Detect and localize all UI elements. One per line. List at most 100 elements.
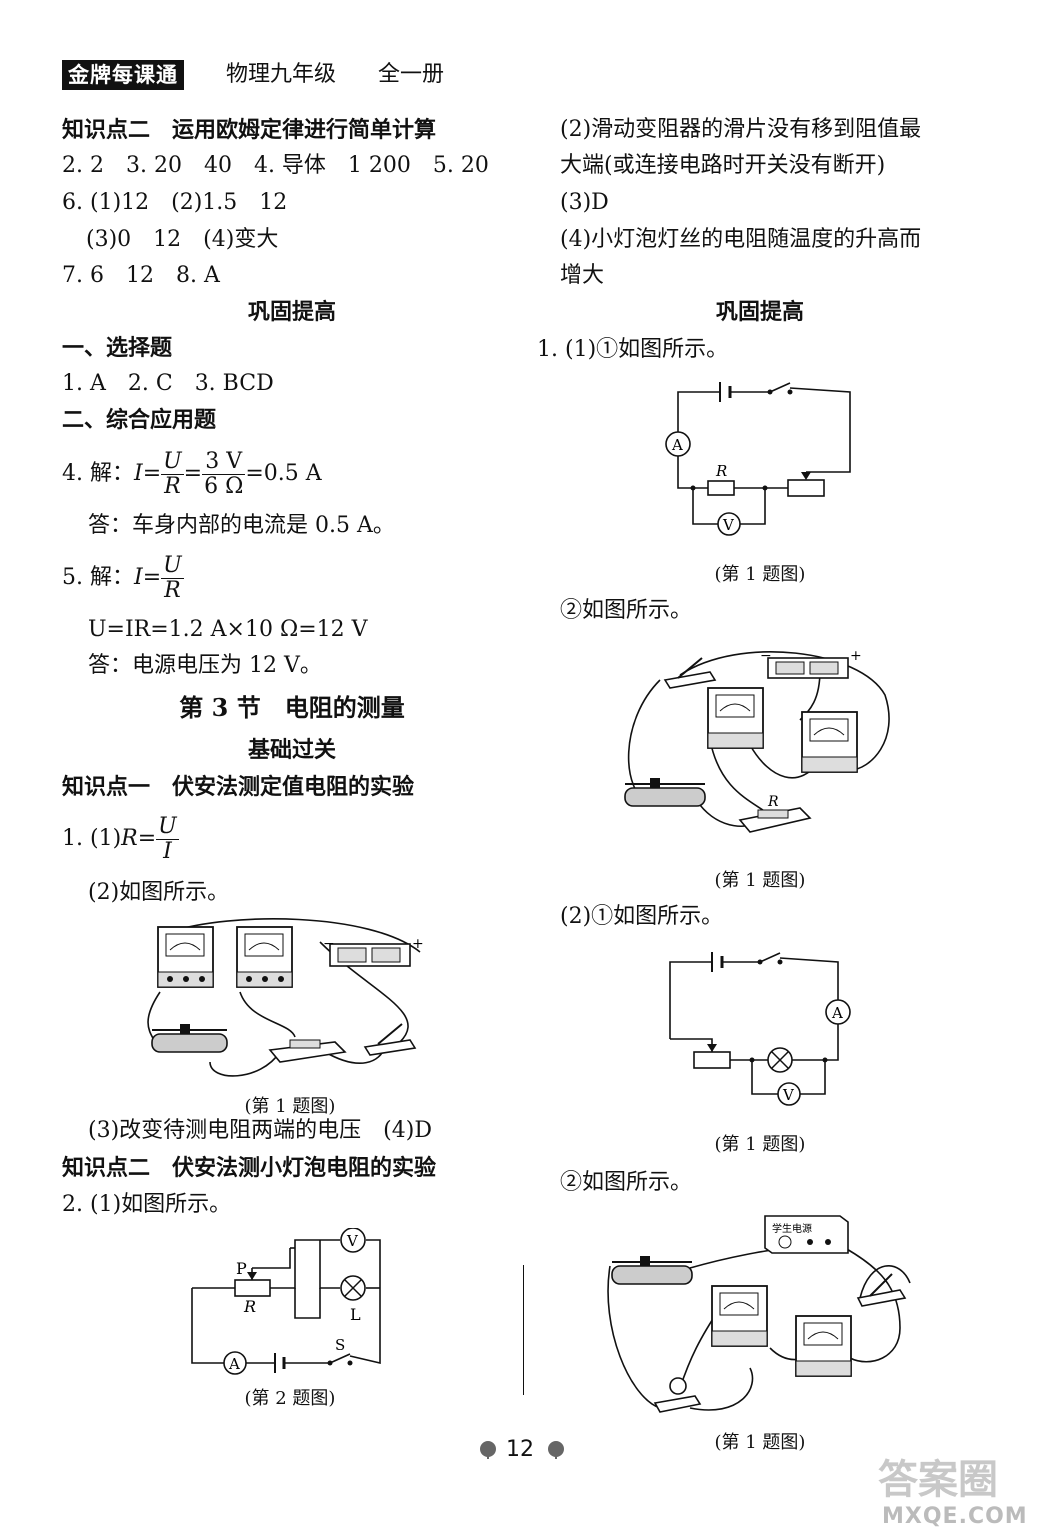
voltmeter-symbol — [340, 1228, 366, 1253]
kp2-title: 知识点二 运用欧姆定律进行简单计算 — [62, 117, 437, 143]
q1-part3-4: (3)改变待测电阻两端的电压 (4)D — [88, 1118, 432, 1143]
column-divider — [523, 1265, 524, 1395]
kp2b-title: 知识点二 伏安法测小灯泡电阻的实验 — [62, 1155, 437, 1181]
brand-logo: 金牌每课通 — [62, 60, 184, 90]
page-number-block: 12 — [478, 1436, 568, 1464]
page-number: 12 — [506, 1437, 534, 1462]
svg-text:A: A — [831, 1004, 843, 1022]
svg-text:−: − — [760, 648, 772, 664]
q4-result: =0.5 A — [245, 461, 322, 486]
answers-6a: 6. (1)12 (2)1.5 12 — [62, 190, 288, 215]
svg-text:学生电源: 学生电源 — [772, 1222, 812, 1235]
q5-answer: 答：电源电压为 12 V。 — [88, 653, 322, 678]
rheostat-icon — [624, 778, 706, 807]
voltmeter-symbol — [717, 512, 741, 536]
q1-eq: = — [137, 826, 157, 851]
ammeter-symbol — [223, 1351, 247, 1375]
ammeter-symbol — [665, 431, 691, 457]
switch-icon — [856, 1273, 907, 1307]
answers-1-3: 1. A 2. C 3. BCD — [62, 371, 274, 396]
caption-r4: (第 1 题图) — [714, 1432, 806, 1453]
q5-line2: U=IR=1.2 A×10 Ω=12 V — [88, 617, 368, 642]
voltmeter-symbol — [777, 1082, 801, 1106]
answers-6b: (3)0 12 (4)变大 — [86, 227, 279, 252]
svg-text:P: P — [236, 1259, 247, 1278]
meter-voltmeter-icon — [236, 926, 293, 988]
svg-text:S: S — [335, 1336, 345, 1354]
q4-eq: = — [142, 461, 162, 486]
section-application: 二、综合应用题 — [62, 407, 217, 433]
rheostat-symbol — [787, 479, 825, 497]
header-volume: 全一册 — [378, 62, 445, 87]
kp1-title: 知识点一 伏安法测定值电阻的实验 — [62, 774, 415, 800]
meter-ammeter-icon — [795, 1315, 852, 1377]
right-q2-2: ②如图所示。 — [560, 1170, 693, 1195]
fig-circuit-physical-r1: − + R — [624, 648, 890, 833]
q1-r: R — [121, 826, 138, 851]
svg-text:R: R — [715, 462, 727, 480]
resistor-symbol — [234, 1279, 271, 1297]
right-gonggu-heading: 巩固提高 — [715, 299, 804, 325]
svg-text:A: A — [671, 436, 683, 454]
fig-circuit-schematic-2: P R V L A S — [191, 1228, 381, 1375]
header-subject: 物理九年级 — [226, 62, 337, 87]
answers-2-5: 2. 2 3. 20 40 4. 导体 1 200 5. 20 — [62, 153, 489, 178]
caption-r3: (第 1 题图) — [714, 1134, 806, 1155]
q5-i: I — [133, 565, 143, 590]
watermark-url: MXQE.COM — [882, 1504, 1028, 1529]
battery-icon: − + — [760, 648, 862, 679]
meter-ammeter-icon — [157, 926, 214, 988]
right-4b: 增大 — [560, 263, 605, 288]
meter-ammeter-icon — [801, 711, 858, 773]
caption-fig2: (第 2 题图) — [244, 1388, 336, 1409]
meter-voltmeter-icon — [711, 1285, 768, 1347]
caption-fig1a: (第 1 题图) — [244, 1096, 336, 1117]
tree-right-icon — [548, 1441, 564, 1459]
switch-icon — [363, 1023, 417, 1056]
right-4a: (4)小灯泡灯丝的电阻随温度的升高而 — [560, 227, 922, 252]
fig-circuit-schematic-r1: A R V — [665, 382, 851, 536]
switch-symbol — [769, 382, 791, 393]
svg-text:+: + — [850, 648, 862, 664]
section-choice: 一、选择题 — [62, 335, 173, 361]
switch-icon — [663, 657, 717, 689]
rheostat-icon — [611, 1256, 693, 1285]
right-q1-2: ②如图所示。 — [560, 598, 693, 623]
right-2b: 大端(或连接电路时开关没有断开) — [560, 153, 886, 178]
q1-part2: (2)如图所示。 — [88, 880, 230, 905]
svg-text:R: R — [243, 1297, 256, 1316]
tree-left-icon — [480, 1441, 496, 1459]
right-q1: 1. (1)①如图所示。 — [537, 337, 729, 362]
svg-text:R: R — [767, 794, 779, 810]
right-q2: (2)①如图所示。 — [560, 904, 724, 929]
svg-text:V: V — [346, 1232, 359, 1250]
watermark-logo: 答案圈 — [878, 1457, 998, 1503]
q2-part1: 2. (1)如图所示。 — [62, 1192, 232, 1217]
svg-text:−: − — [323, 936, 335, 952]
q4-eq2: = — [183, 461, 203, 486]
svg-text:L: L — [350, 1305, 361, 1324]
svg-text:V: V — [722, 516, 735, 534]
jichu-heading: 基础过关 — [247, 737, 336, 763]
fig-circuit-schematic-r2: A V — [669, 952, 851, 1106]
rheostat-symbol — [693, 1051, 731, 1069]
q5-eq: = — [142, 565, 162, 590]
answers-7-8: 7. 6 12 8. A — [62, 263, 220, 288]
q4-answer: 答：车身内部的电流是 0.5 A。 — [88, 513, 395, 538]
q5-prefix: 5. 解： — [62, 565, 134, 590]
q1-prefix: 1. (1) — [62, 826, 122, 851]
q4-i: I — [133, 461, 143, 486]
q4-prefix: 4. 解： — [62, 461, 134, 486]
lamp-board-icon — [653, 1377, 702, 1413]
resistor-symbol — [707, 480, 735, 496]
svg-text:+: + — [412, 936, 424, 952]
battery-icon: − + — [323, 936, 424, 967]
resistor-board-icon — [268, 1039, 347, 1063]
svg-text:V: V — [782, 1086, 795, 1104]
